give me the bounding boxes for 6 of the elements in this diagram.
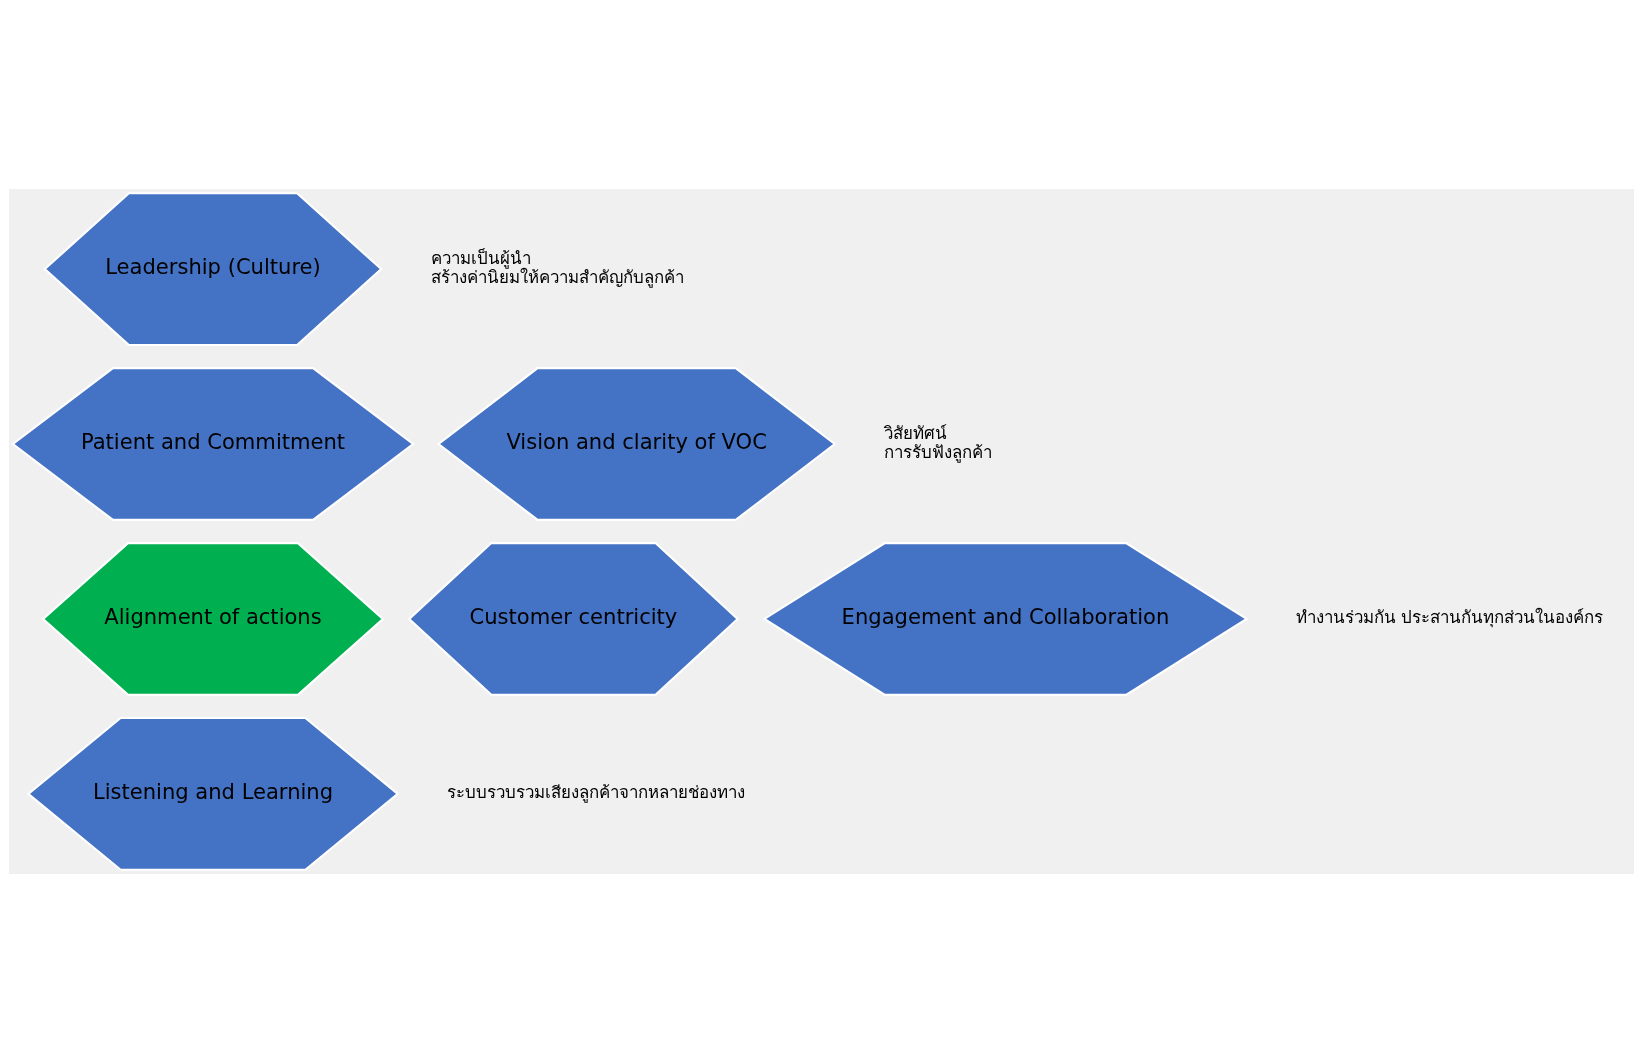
node-label: ทำงานร่วมกัน ประสานกันทุกส่วนในองค์กร [1295,606,1604,627]
node-label: ความเป็นผู้นำ [430,247,531,268]
node-label: ระบบรวบรวมเสียงลูกค้าจากหลายช่องทาง [447,781,746,802]
node-label: การรับฟังลูกค้า [883,441,992,462]
node-label: สร้างค่านิยมให้ความสำคัญกับลูกค้า [430,266,684,287]
node-label: วิสัยทัศน์ [883,422,947,443]
